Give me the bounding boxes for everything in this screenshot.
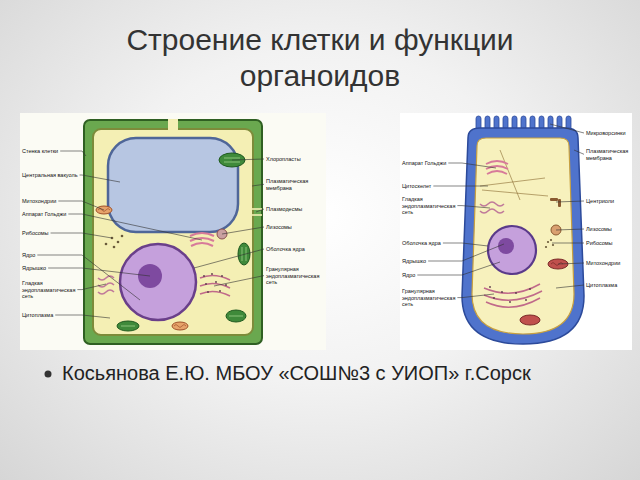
leader-line [48,268,150,276]
leader-line [448,163,496,168]
part-label: Цитоплазма [22,312,80,319]
part-label: Стенка клетки [22,148,80,155]
part-label: Оболочка ядра [266,246,324,253]
part-label: Ядрышко [402,258,460,265]
part-label: Ядро [22,252,80,259]
part-label: Плазматическая мембрана [266,178,324,191]
leader-line [80,175,120,182]
leader-line [58,201,104,210]
part-label: Цитоскелет [402,183,460,190]
leader-line [77,284,106,290]
leader-line [194,249,264,268]
part-label: Аппарат Гольджи [402,160,460,167]
part-label: Лизосомы [266,224,324,231]
part-label: Плазмодесмы [266,206,324,213]
part-label: Микроворсинки [586,130,630,137]
leader-line [556,229,584,230]
leader-line [256,209,264,212]
leader-line [252,184,264,186]
part-label: Митохондрии [22,198,80,205]
leader-line [433,186,488,187]
leader-line [550,124,584,133]
leader-line [574,150,584,154]
part-label: Рибосомы [586,240,630,247]
part-label: Гладкая эндоплазматическая сеть [22,280,80,300]
leader-line [55,315,110,318]
leader-line [222,227,264,234]
leader-line [552,243,584,244]
part-label: Лизосомы [586,226,630,233]
leader-line [457,294,494,298]
part-label: Гранулярная эндоплазматическая сеть [266,266,324,286]
leader-line [428,244,504,261]
leader-line [68,214,202,240]
part-label: Центральная вакуоль [22,172,80,179]
part-label: Гладкая эндоплазматическая сеть [402,196,460,216]
leader-line [417,262,500,275]
leader-line [60,151,86,156]
leader-line [214,276,264,286]
part-label: Цитоплазма [586,282,630,289]
plant-panel [20,113,326,350]
leader-line [556,285,584,288]
animal-panel [400,113,632,350]
leader-line [457,206,490,208]
part-label: Плазматическая мембрана [586,148,630,161]
part-label: Рибосомы [22,230,80,237]
part-label: Оболочка ядра [402,240,460,247]
part-label: Ядро [402,272,460,279]
part-label: Ядрышко [22,265,80,272]
animal-cell [462,116,584,344]
part-label: Гранулярная эндоплазматическая сеть [402,288,460,308]
part-label: Митохондрии [586,260,630,267]
leader-line [556,201,584,202]
bullet-dot [45,371,52,378]
leader-line [37,255,140,300]
leader-line [443,243,488,246]
leader-line [558,263,584,264]
part-label: Аппарат Гольджи [22,211,80,218]
slide-title: Строение клетки и функции органоидов [90,22,550,94]
leader-line [232,159,264,160]
leader-line [51,233,112,238]
part-label: Хлоропласты [266,156,324,163]
part-label: Центриоли [586,198,630,205]
author-bullet: Косьянова Е.Ю. МБОУ «СОШ№3 с УИОП» г.Сор… [62,360,542,386]
